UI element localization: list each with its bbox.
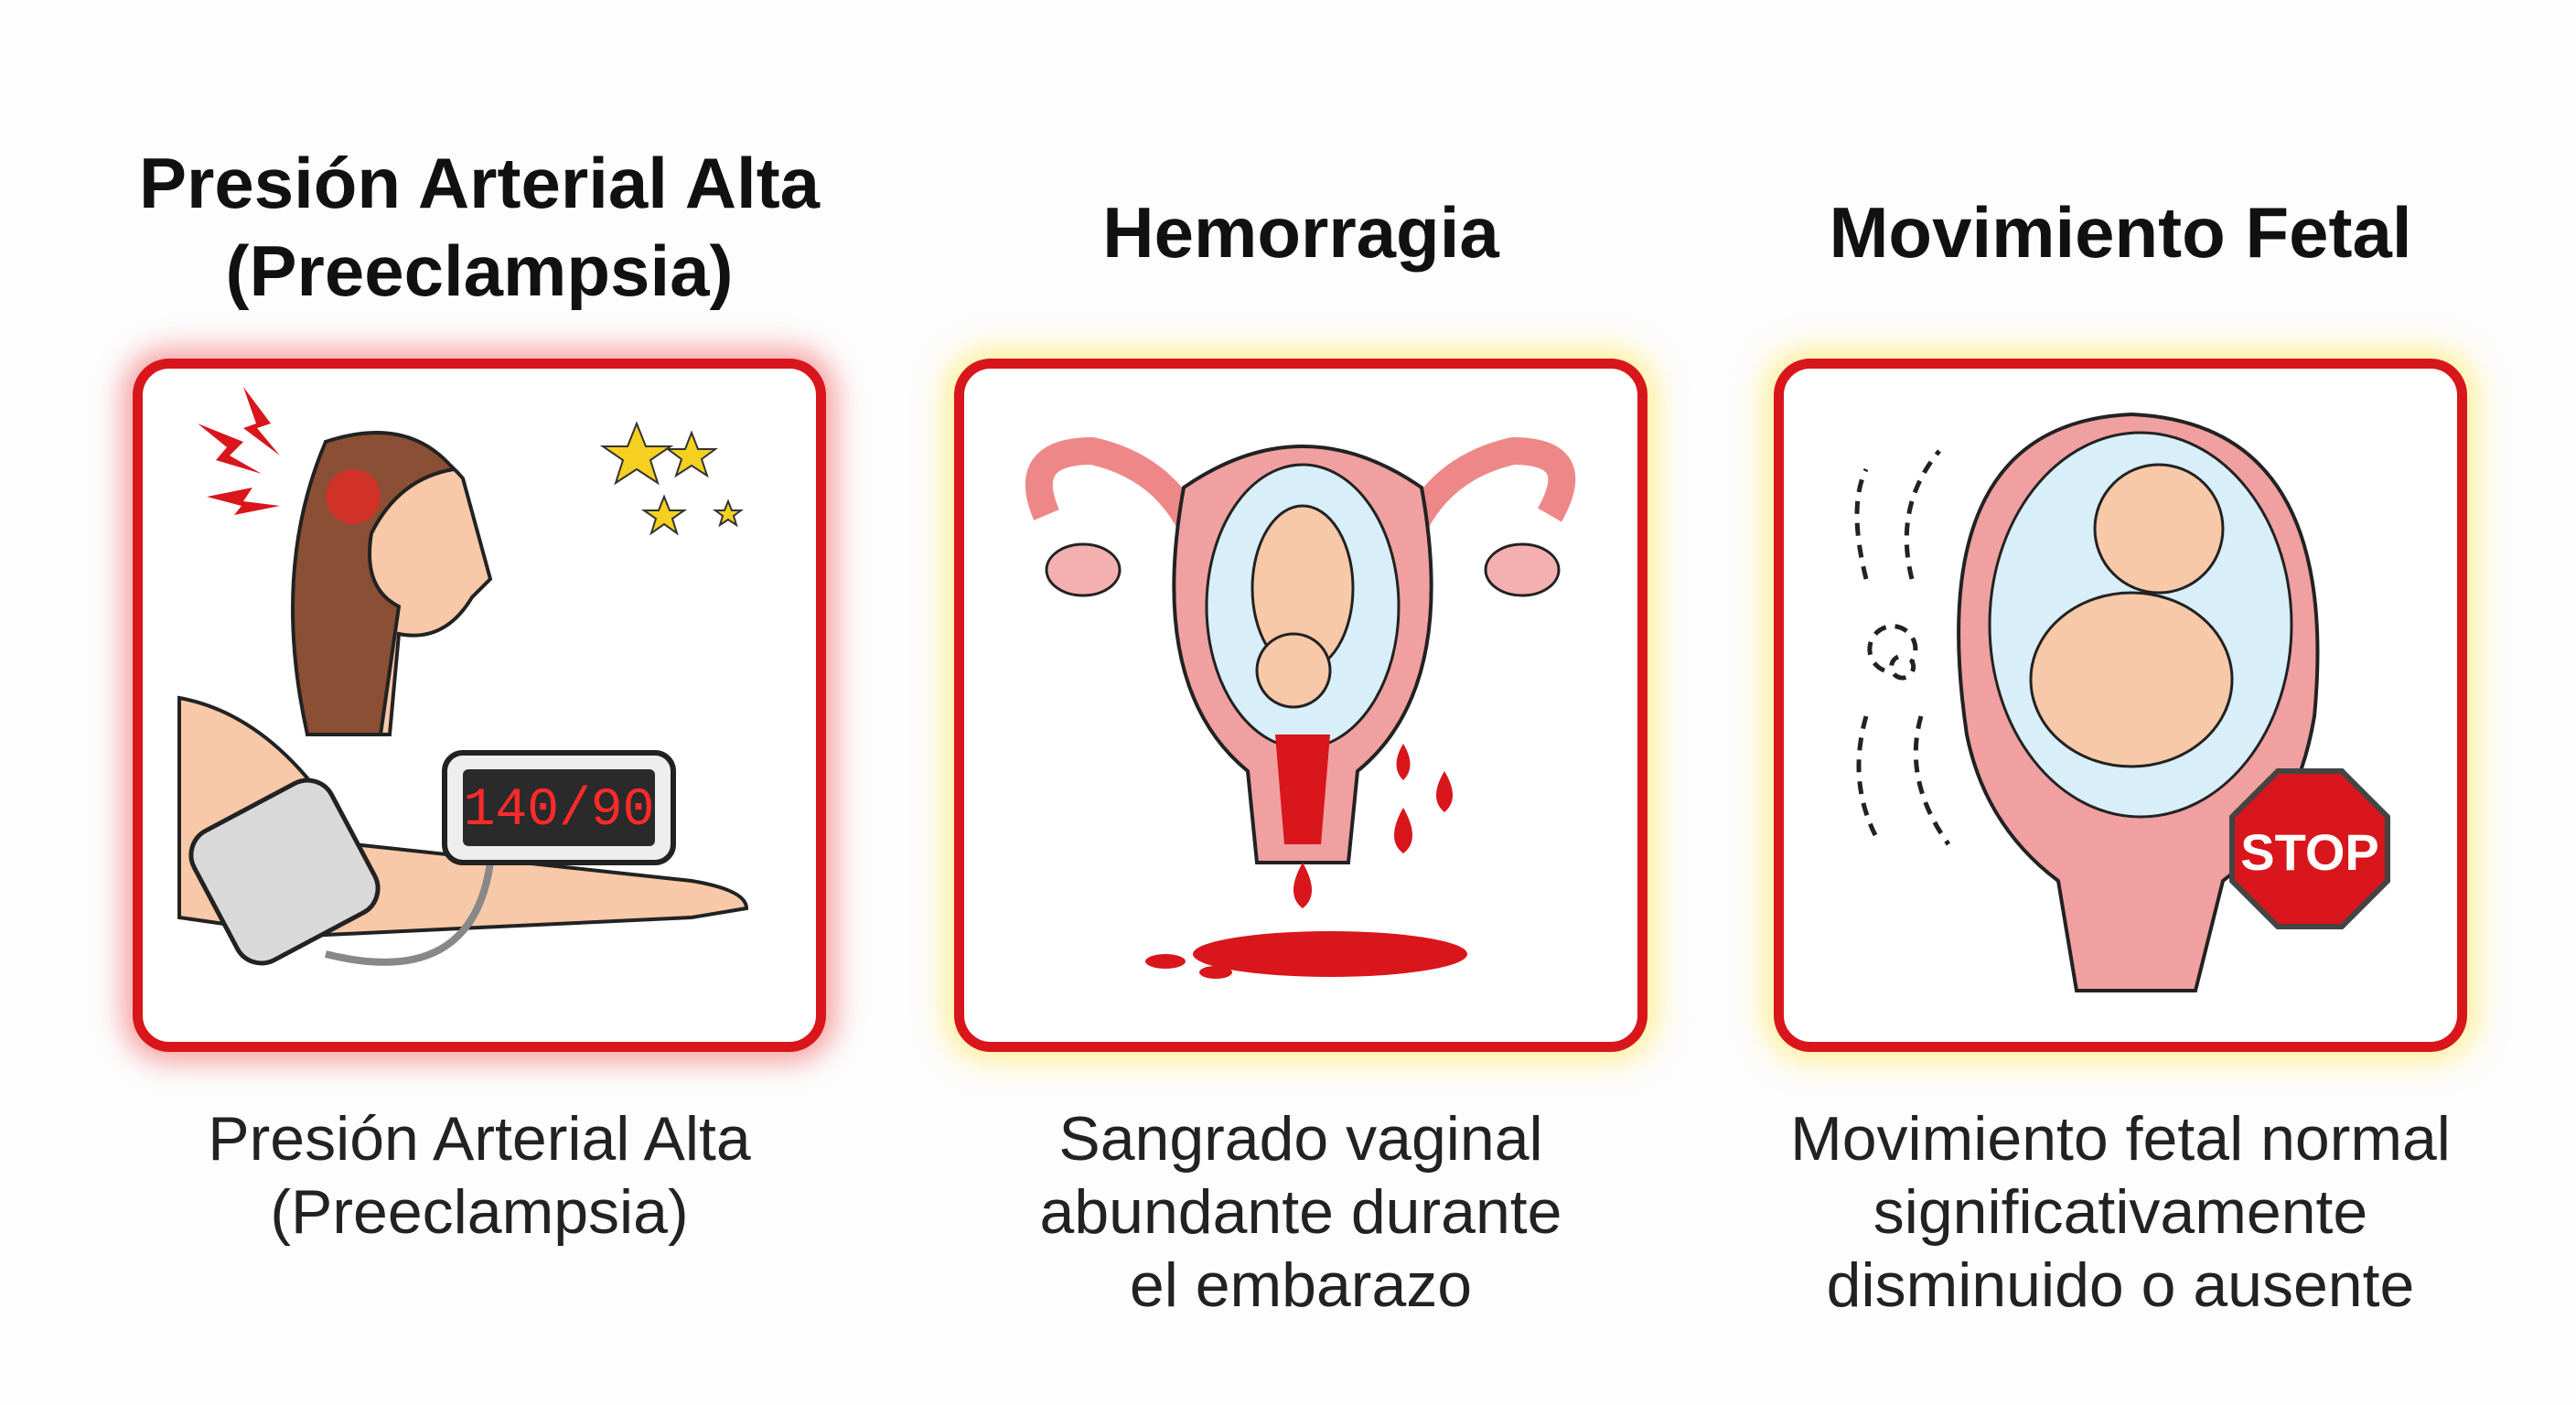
stop-sign-text: STOP — [2240, 823, 2378, 881]
title-line: Movimiento Fetal — [1829, 192, 2412, 273]
card-title: Hemorragia — [889, 188, 1712, 276]
movement-arrows-icon — [1854, 449, 1951, 846]
caption-line: (Preeclampsia) — [270, 1177, 689, 1247]
card-caption: Movimiento fetal normal significativamen… — [1709, 1102, 2532, 1322]
card-caption: Sangrado vaginal abundante durante el em… — [889, 1102, 1712, 1322]
caption-line: significativamente — [1873, 1177, 2368, 1247]
illustration-panel: 140/90 — [133, 359, 826, 1052]
card-title: Movimiento Fetal — [1709, 188, 2532, 276]
bp-reading: 140/90 — [464, 781, 655, 841]
bp-cuff — [188, 778, 381, 966]
woman-blood-pressure-illustration: 140/90 — [177, 387, 749, 966]
uterus-bleeding-illustration — [1025, 436, 1576, 979]
caption-line: el embarazo — [1129, 1250, 1473, 1320]
title-line: Hemorragia — [1102, 192, 1499, 273]
blood-drops-icon — [1145, 744, 1467, 979]
card-preeclampsia: Presión Arterial Alta (Preeclampsia) — [68, 0, 891, 1405]
fetus-no-movement-illustration: STOP — [1854, 412, 2390, 992]
caption-line: Movimiento fetal normal — [1790, 1104, 2451, 1174]
card-title: Presión Arterial Alta (Preeclampsia) — [68, 139, 891, 315]
caption-line: disminuido o ausente — [1826, 1250, 2415, 1320]
stop-sign-icon: STOP — [2229, 768, 2390, 929]
title-line: Presión Arterial Alta — [138, 143, 821, 223]
illustration-panel: STOP — [1774, 359, 2467, 1052]
card-hemorrhage: Hemorragia Sangrado vaginal abundante — [889, 0, 1712, 1405]
illustration-panel — [954, 359, 1648, 1052]
caption-line: Presión Arterial Alta — [208, 1104, 751, 1174]
headache-lightning-icon — [198, 387, 280, 515]
title-line: (Preeclampsia) — [225, 231, 734, 311]
card-fetal-movement: Movimiento Fetal STOP Movimiento fetal n… — [1709, 0, 2532, 1405]
caption-line: abundante durante — [1039, 1177, 1562, 1247]
fetus — [2093, 463, 2225, 595]
caption-line: Sangrado vaginal — [1058, 1104, 1543, 1174]
bp-monitor: 140/90 — [442, 750, 676, 865]
dizziness-stars-icon — [599, 421, 744, 536]
card-caption: Presión Arterial Alta (Preeclampsia) — [68, 1102, 891, 1249]
